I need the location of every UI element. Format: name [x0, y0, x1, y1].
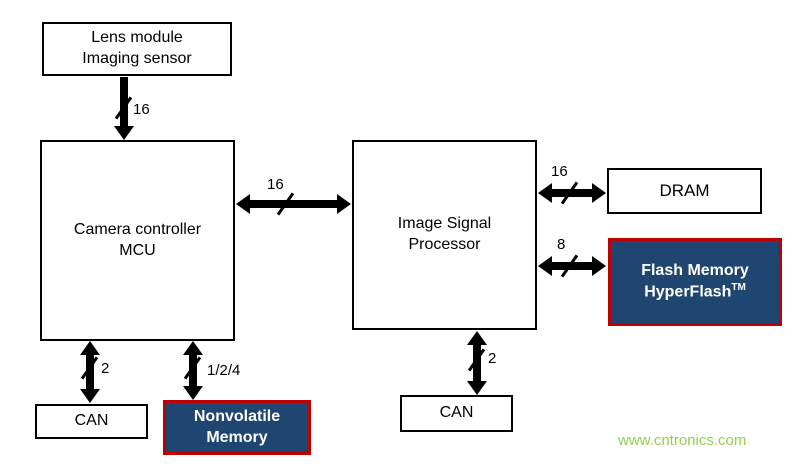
arrowhead-down-icon	[80, 389, 100, 403]
arrow-shaft	[86, 352, 94, 391]
bus-width-label: 8	[557, 236, 566, 253]
can-middle-box: CAN	[400, 395, 513, 432]
arrowhead-down-icon	[183, 386, 203, 400]
arrowhead-left-icon	[236, 194, 250, 214]
arrowhead-up-icon	[80, 341, 100, 355]
arrow-shaft	[473, 342, 481, 384]
can-left-label: CAN	[74, 412, 109, 430]
arrowhead-up-icon	[183, 341, 203, 355]
nvm-label-line2: Memory	[206, 428, 268, 446]
can-left-box: CAN	[35, 404, 148, 439]
flash-label-line2: HyperFlashTM	[644, 281, 746, 303]
bus-width-label: 2	[488, 350, 497, 367]
isp-label-line1: Image Signal	[397, 215, 492, 233]
lens-module-box: Lens module Imaging sensor	[42, 22, 232, 76]
flash-label-tm: TM	[731, 282, 746, 294]
flash-label-line1: Flash Memory	[641, 261, 749, 279]
bus-width-label: 1/2/4	[207, 362, 241, 379]
arrow-shaft	[550, 189, 594, 197]
image-signal-processor-box: Image Signal Processor	[352, 140, 537, 330]
arrowhead-left-icon	[538, 183, 552, 203]
bus-width-label: 2	[101, 360, 110, 377]
dram-box: DRAM	[607, 168, 762, 214]
arrowhead-left-icon	[538, 256, 552, 276]
flash-label-hyperflash: HyperFlash	[644, 283, 732, 301]
bus-width-label: 16	[267, 176, 284, 193]
mcu-label-line1: Camera controller	[73, 220, 202, 238]
nvm-label-line1: Nonvolatile	[193, 407, 281, 425]
arrow-shaft	[248, 200, 339, 208]
bus-width-label: 16	[133, 101, 150, 118]
mcu-label-line2: MCU	[119, 241, 156, 259]
arrowhead-right-icon	[592, 183, 606, 203]
arrow-shaft	[550, 262, 594, 270]
camera-controller-mcu-box: Camera controller MCU	[40, 140, 235, 341]
arrowhead-right-icon	[337, 194, 351, 214]
site-watermark: www.cntronics.com	[618, 432, 747, 449]
dram-label: DRAM	[659, 180, 710, 200]
flash-memory-box: Flash Memory HyperFlashTM	[608, 238, 782, 326]
arrowhead-down-icon	[467, 381, 487, 395]
lens-module-label-line2: Imaging sensor	[82, 50, 192, 67]
can-middle-label: CAN	[439, 404, 474, 422]
bus-width-label: 16	[551, 163, 568, 180]
arrowhead-right-icon	[592, 256, 606, 276]
lens-module-label-line1: Lens module	[91, 29, 183, 47]
arrowhead-down-icon	[114, 126, 134, 140]
arrow-shaft	[189, 352, 197, 389]
nonvolatile-memory-box: Nonvolatile Memory	[163, 400, 311, 455]
arrowhead-up-icon	[467, 331, 487, 345]
isp-label-line2: Processor	[408, 236, 481, 253]
